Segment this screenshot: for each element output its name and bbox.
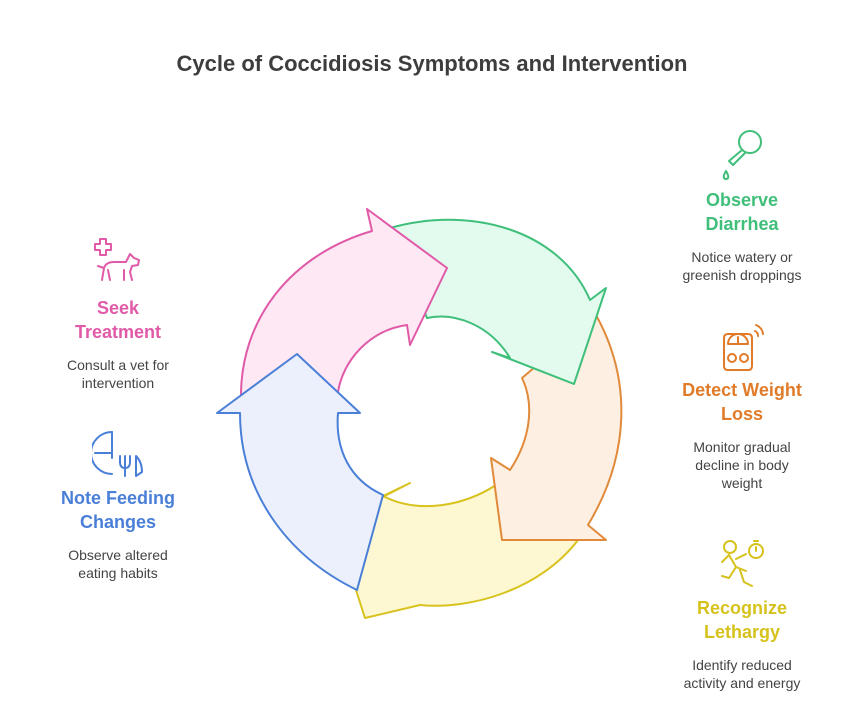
step-note-feeding-changes-heading-line1: Note Feeding (60, 488, 175, 508)
step-note-feeding-changes: Note Feeding Changes Observe altered eat… (38, 428, 198, 582)
step-seek-treatment-desc-line2: intervention (81, 375, 155, 391)
step-seek-treatment-heading-line1: Seek (96, 298, 140, 318)
step-detect-weight-loss-heading-line1: Detect Weight (682, 380, 802, 400)
step-observe-diarrhea-desc-line2: greenish droppings (682, 267, 802, 283)
step-seek-treatment: Seek Treatment Consult a vet for interve… (38, 236, 198, 392)
step-note-feeding-changes-desc-line2: eating habits (78, 565, 158, 581)
step-observe-diarrhea: Observe Diarrhea Notice watery or greeni… (662, 128, 822, 284)
step-note-feeding-changes-heading-line2: Changes (79, 512, 157, 532)
vet-dog-icon (94, 238, 140, 281)
cycle-arrow-blue (216, 353, 384, 591)
scale-icon (723, 324, 764, 371)
diagram-title: Cycle of Coccidiosis Symptoms and Interv… (176, 51, 688, 76)
cycle-arrow-green (389, 218, 607, 385)
step-recognize-lethargy-heading-line2: Lethargy (703, 622, 781, 642)
dropper-icon (722, 130, 762, 180)
cycle-arrow-orange (490, 314, 623, 541)
cycle-arrow-pink (239, 208, 448, 399)
step-note-feeding-changes-desc-line1: Observe altered (68, 547, 168, 563)
step-recognize-lethargy-desc-line1: Identify reduced (692, 657, 792, 673)
step-recognize-lethargy-heading-line1: Recognize (696, 598, 788, 618)
feeding-icon (92, 431, 143, 477)
step-recognize-lethargy: Recognize Lethargy Identify reduced acti… (662, 536, 822, 692)
step-detect-weight-loss-desc-line1: Monitor gradual (693, 439, 791, 455)
step-recognize-lethargy-desc-line2: activity and energy (683, 675, 801, 691)
step-observe-diarrhea-heading-line2: Diarrhea (705, 214, 779, 234)
step-detect-weight-loss-desc-line3: weight (721, 475, 763, 491)
step-observe-diarrhea-desc-line1: Notice watery or (691, 249, 793, 265)
step-detect-weight-loss-heading-line2: Loss (720, 404, 763, 424)
tired-runner-icon (721, 540, 764, 587)
step-seek-treatment-heading-line2: Treatment (74, 322, 162, 342)
step-detect-weight-loss: Detect Weight Loss Monitor gradual decli… (662, 322, 822, 492)
step-seek-treatment-desc-line1: Consult a vet for (67, 357, 169, 373)
step-detect-weight-loss-desc-line2: decline in body (695, 457, 789, 473)
step-observe-diarrhea-heading-line1: Observe (705, 190, 779, 210)
